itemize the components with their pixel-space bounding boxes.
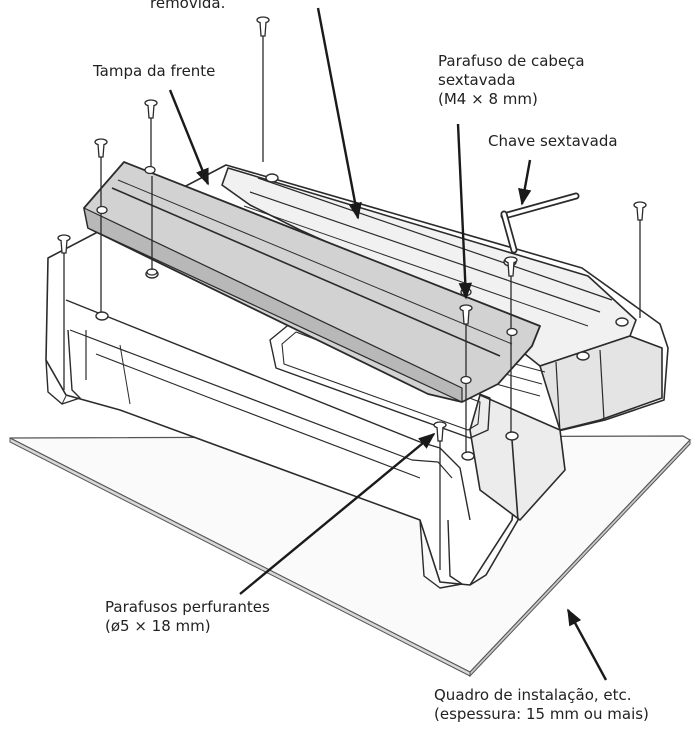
label-mounting-frame: Quadro de instalação, etc. (espessura: 1… bbox=[434, 686, 649, 724]
hex-key bbox=[500, 192, 580, 254]
arrow-parafuso bbox=[456, 123, 473, 300]
label-front-cover: Tampa da frente bbox=[93, 62, 215, 81]
label-hex-key-text: Chave sextavada bbox=[488, 132, 618, 150]
label-removed-text: removida. bbox=[150, 0, 226, 12]
arrow-tampa bbox=[168, 89, 210, 186]
arrow-removida bbox=[316, 7, 362, 220]
screw-cover-1 bbox=[144, 99, 158, 166]
front-cover bbox=[83, 161, 541, 403]
screw-top-1 bbox=[256, 16, 270, 162]
screw-right-far bbox=[633, 201, 647, 318]
label-mounting-frame-line-2: (espessura: 15 mm ou mais) bbox=[434, 705, 649, 723]
label-hex-bolt-line-1: Parafuso de cabeça bbox=[438, 52, 585, 70]
arrow-quadro bbox=[566, 608, 608, 681]
screw-right-mid bbox=[504, 256, 518, 432]
leader-arrows bbox=[168, 7, 608, 681]
screw-cover-2 bbox=[94, 138, 108, 312]
label-hex-bolt: Parafuso de cabeça sextavada (M4 × 8 mm) bbox=[438, 52, 585, 109]
screw-left bbox=[57, 234, 71, 390]
label-removed-fragment: removida. bbox=[150, 0, 225, 13]
arrow-perfurantes bbox=[239, 432, 436, 595]
label-drilling-screws-line-2: (ø5 × 18 mm) bbox=[105, 617, 211, 635]
screw-under-left bbox=[146, 176, 158, 276]
label-hex-bolt-line-2: sextavada bbox=[438, 71, 516, 89]
label-mounting-frame-line-1: Quadro de instalação, etc. bbox=[434, 686, 632, 704]
label-hex-key: Chave sextavada bbox=[488, 132, 618, 151]
label-drilling-screws: Parafusos perfurantes (ø5 × 18 mm) bbox=[105, 598, 270, 636]
label-front-cover-text: Tampa da frente bbox=[93, 62, 216, 80]
screw-front bbox=[433, 421, 447, 570]
screws bbox=[57, 16, 647, 570]
label-hex-bolt-line-3: (M4 × 8 mm) bbox=[438, 90, 538, 108]
arrow-chave bbox=[518, 159, 532, 206]
label-drilling-screws-line-1: Parafusos perfurantes bbox=[105, 598, 270, 616]
screw-hex-bolt bbox=[459, 304, 473, 452]
